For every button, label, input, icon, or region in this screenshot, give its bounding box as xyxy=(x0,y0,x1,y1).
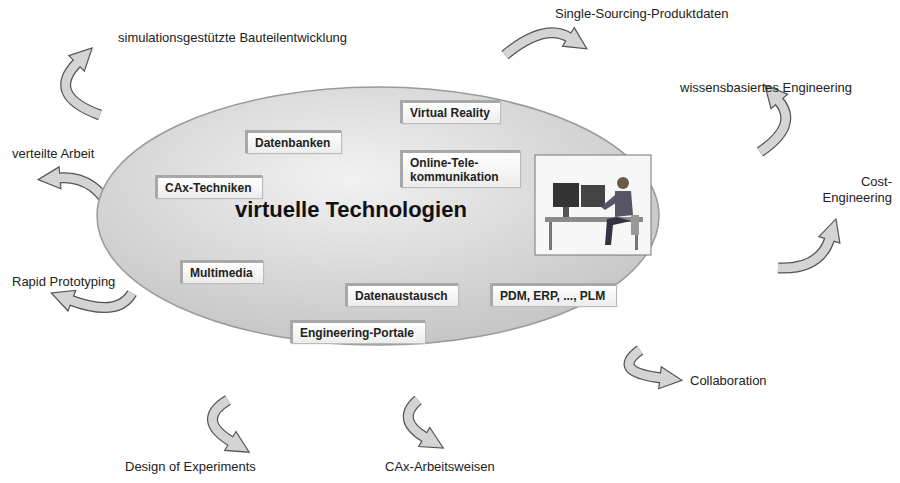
curved-arrow xyxy=(505,33,570,55)
curved-arrow xyxy=(408,400,426,438)
curved-arrow xyxy=(760,100,786,152)
technology-box: Multimedia xyxy=(180,260,263,283)
process-label: Collaboration xyxy=(690,373,767,389)
curved-arrow xyxy=(408,400,426,438)
technology-box: Virtual Reality xyxy=(400,100,500,123)
box-label: Engineering-Portale xyxy=(300,326,414,340)
box-label: Online-Tele-kommunikation xyxy=(410,156,499,184)
center-title: virtuelle Technologien xyxy=(235,197,467,223)
curved-arrow xyxy=(505,33,570,55)
curved-arrow xyxy=(778,238,830,268)
technology-box: Datenaustausch xyxy=(345,283,458,306)
technology-box: PDM, ERP, ..., PLM xyxy=(490,283,616,306)
box-label: Virtual Reality xyxy=(410,106,490,120)
technology-box: Engineering-Portale xyxy=(290,320,425,343)
curved-arrow xyxy=(70,293,132,308)
box-label: Datenaustausch xyxy=(355,289,448,303)
curved-arrow xyxy=(629,350,662,378)
technology-ellipse: virtuelle Technologien Virtual RealityDat… xyxy=(95,85,661,347)
box-label: CAx-Techniken xyxy=(165,181,251,195)
technology-box: Online-Tele-kommunikation xyxy=(400,150,520,187)
curved-arrow xyxy=(212,400,232,442)
curved-arrow xyxy=(212,400,232,442)
process-label: Design of Experiments xyxy=(125,459,256,475)
curved-arrow xyxy=(66,62,100,115)
curved-arrow xyxy=(66,62,100,115)
process-label: Single-Sourcing-Produktdaten xyxy=(555,6,728,22)
curved-arrow xyxy=(70,293,132,308)
process-label: verteilte Arbeit xyxy=(12,146,94,162)
box-label: Multimedia xyxy=(190,266,253,280)
process-label: Rapid Prototyping xyxy=(12,274,115,290)
process-label: CAx-Arbeitsweisen xyxy=(385,459,495,475)
box-label: PDM, ERP, ..., PLM xyxy=(500,289,605,303)
technology-box: Datenbanken xyxy=(245,130,341,153)
box-label: Datenbanken xyxy=(255,136,330,150)
process-label: simulationsgestützte Bauteilentwicklung xyxy=(118,30,347,46)
process-label: wissensbasiertes Engineering xyxy=(680,80,852,96)
curved-arrow xyxy=(760,100,786,152)
workstation-photo xyxy=(535,155,651,255)
process-label: Cost-Engineering xyxy=(812,174,892,205)
curved-arrow xyxy=(778,238,830,268)
curved-arrow xyxy=(629,350,662,378)
technology-box: CAx-Techniken xyxy=(155,175,262,198)
